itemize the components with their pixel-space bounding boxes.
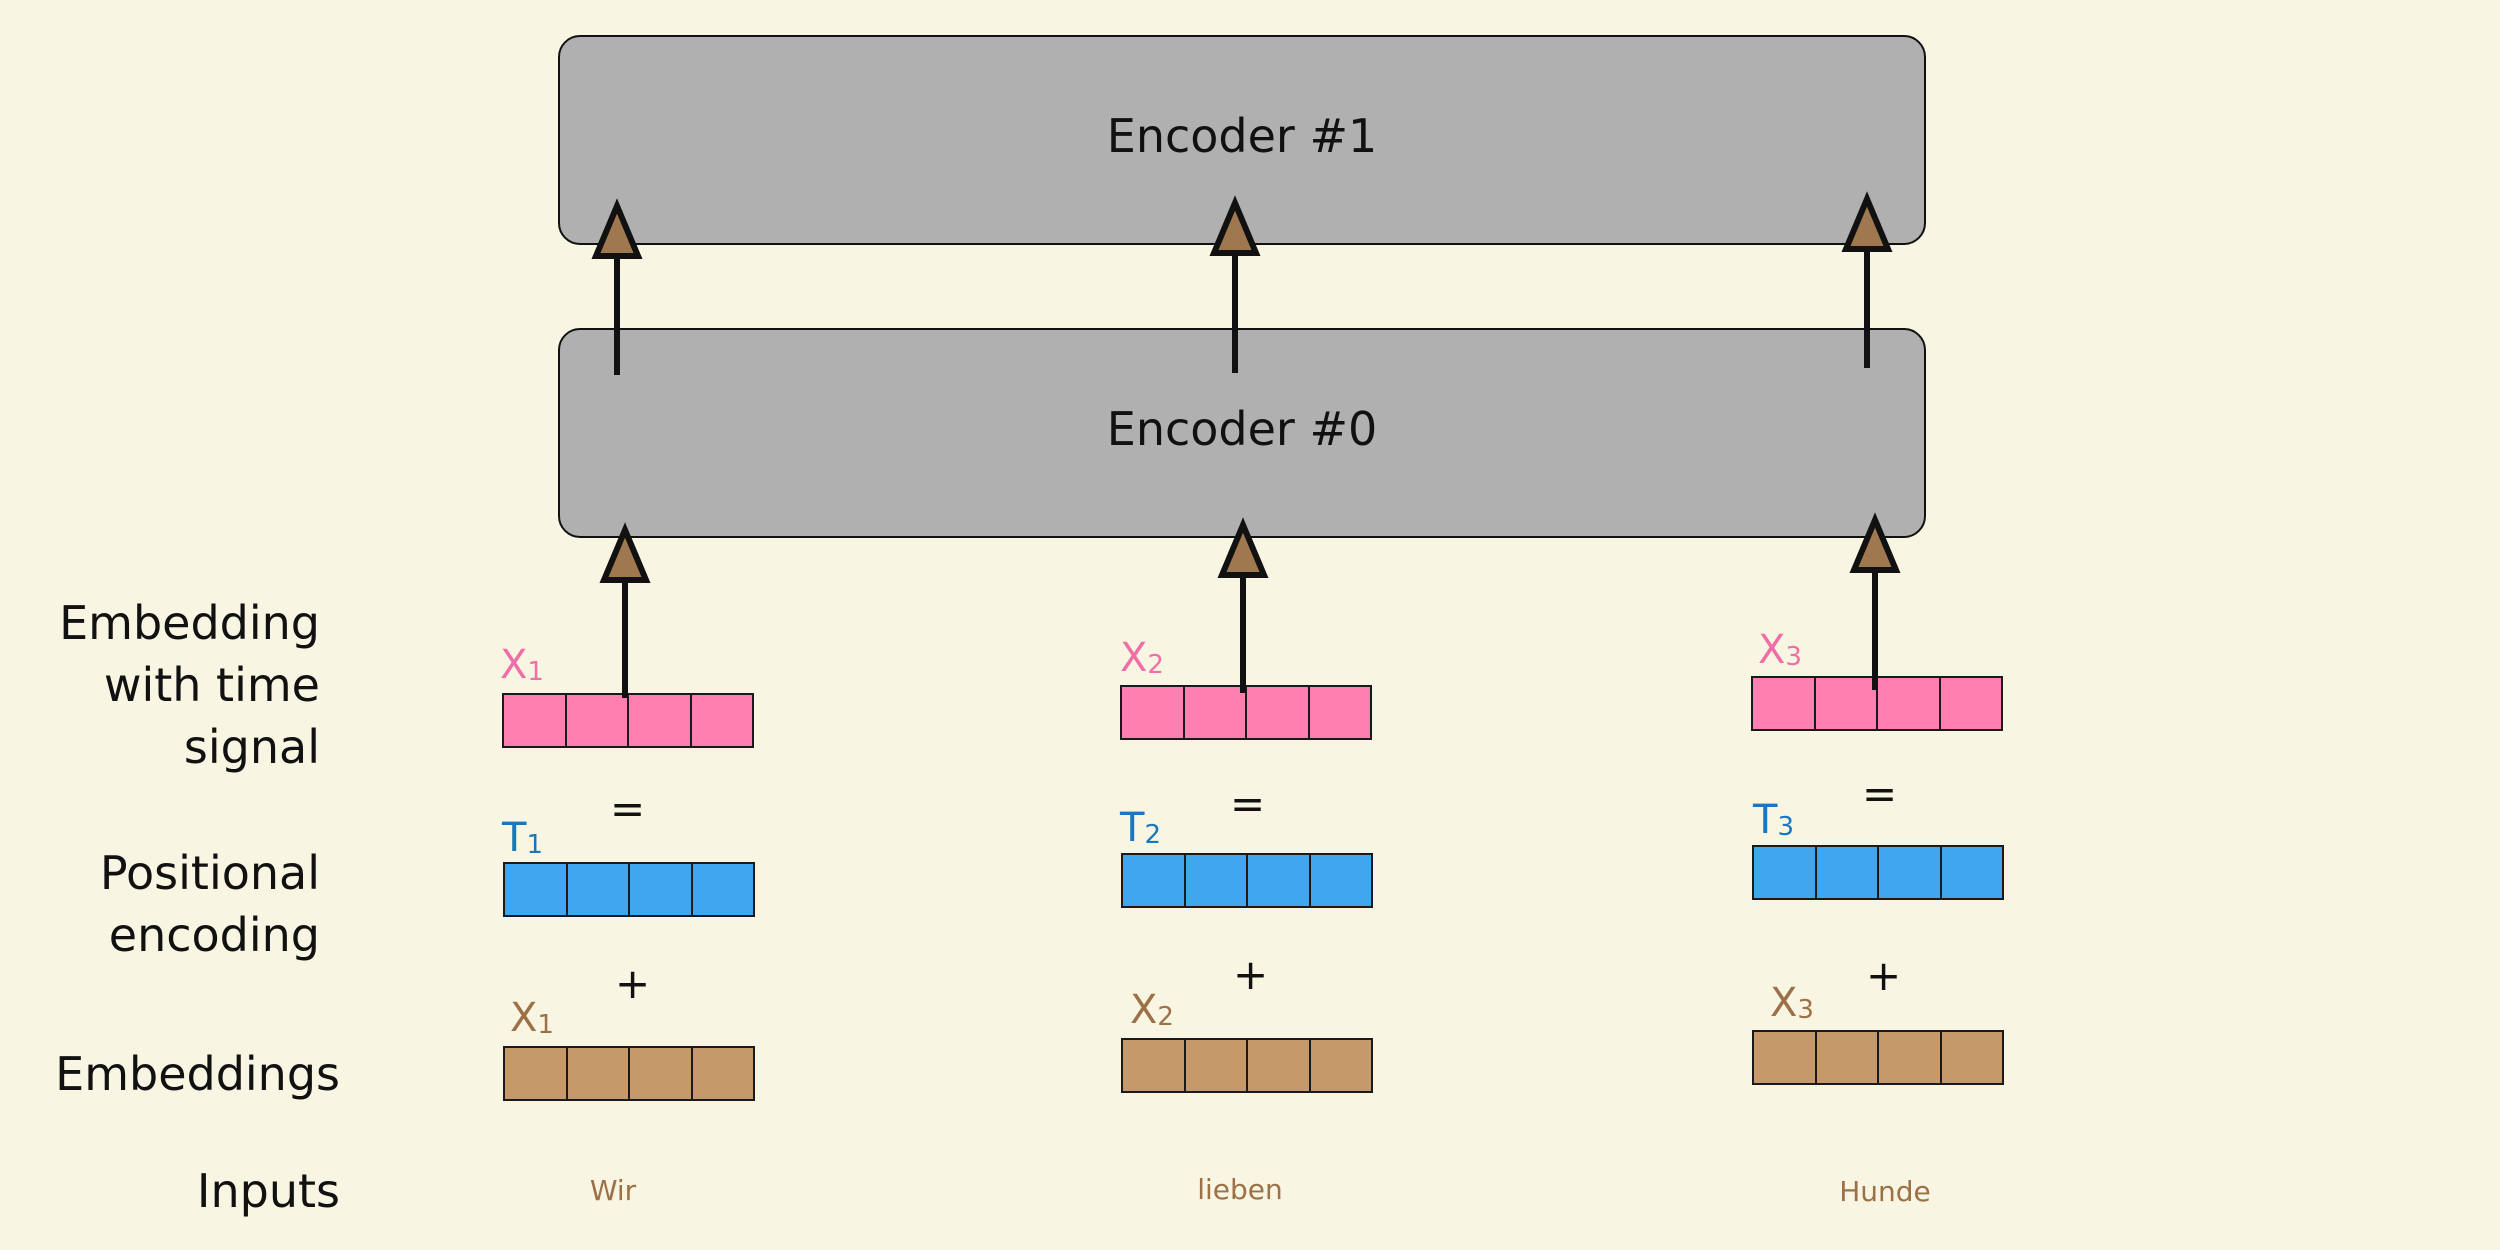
encoder-0-label: Encoder #0 <box>1106 402 1378 456</box>
input-word-3: Hunde <box>1839 1175 1931 1208</box>
arrow-head-icon <box>599 522 651 583</box>
encoder-1-box: Encoder #1 <box>558 35 1926 245</box>
positional-vector-1 <box>503 862 755 917</box>
arrow-heads <box>591 191 1901 583</box>
plus-sign-2: + <box>1233 950 1269 999</box>
label-line: with time <box>103 658 320 712</box>
x3-time-symbol: X3 <box>1758 627 1802 673</box>
x3-embedding-symbol: X3 <box>1770 980 1814 1026</box>
embedding-time-vector-2 <box>1120 685 1372 740</box>
arrow-head-icon <box>1209 195 1261 256</box>
t1-symbol: T1 <box>502 815 543 861</box>
label-line: Embedding <box>59 596 320 650</box>
x2-embedding-symbol: X2 <box>1130 987 1174 1033</box>
arrow-head-icon <box>1849 512 1901 573</box>
arrow-head-icon <box>1217 517 1269 578</box>
embedding-with-time-signal-label: Embedding with time signal <box>40 592 320 778</box>
x2-time-symbol: X2 <box>1120 635 1164 681</box>
arrow-head-icon <box>1841 191 1893 252</box>
arrow-head-icon <box>591 198 643 259</box>
plus-sign-1: + <box>615 959 651 1008</box>
positional-vector-2 <box>1121 853 1373 908</box>
x1-time-symbol: X1 <box>500 642 544 688</box>
positional-encoding-label: Positional encoding <box>40 842 320 966</box>
x1-embedding-symbol: X1 <box>510 995 554 1041</box>
embedding-vector-3 <box>1752 1030 2004 1085</box>
embedding-vector-2 <box>1121 1038 1373 1093</box>
inputs-label: Inputs <box>196 1164 340 1218</box>
equals-sign-3: = <box>1862 769 1898 818</box>
embedding-vector-1 <box>503 1046 755 1101</box>
t2-symbol: T2 <box>1120 805 1161 851</box>
label-line: Positional <box>99 846 320 900</box>
plus-sign-3: + <box>1866 951 1902 1000</box>
equals-sign-2: = <box>1230 779 1266 828</box>
encoder-1-label: Encoder #1 <box>1106 109 1378 163</box>
label-line: encoding <box>108 908 320 962</box>
positional-vector-3 <box>1752 845 2004 900</box>
input-word-2: lieben <box>1197 1173 1283 1206</box>
equals-sign-1: = <box>610 784 646 833</box>
input-word-1: Wir <box>589 1174 637 1207</box>
label-line: signal <box>183 720 320 774</box>
t3-symbol: T3 <box>1753 797 1794 843</box>
arrow-shafts <box>614 245 1878 698</box>
embeddings-label: Embeddings <box>55 1047 340 1101</box>
